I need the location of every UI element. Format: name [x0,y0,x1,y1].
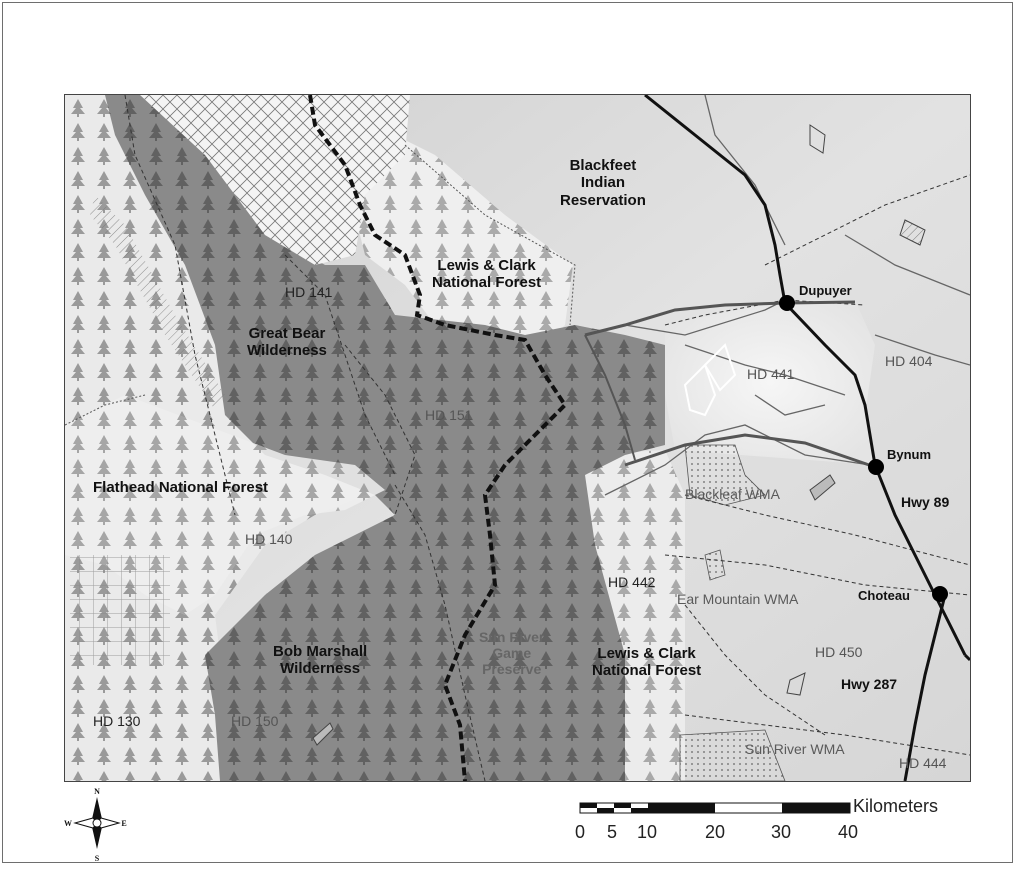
label-hd-404: HD 404 [885,353,933,369]
label-hwy-287: Hwy 287 [841,676,898,692]
scale-bar: Kilometers 0 5 10 20 30 40 [575,796,975,850]
compass-e: E [121,819,126,828]
town-dupuyer-marker[interactable] [779,295,795,311]
compass-s: S [95,854,100,863]
label-hd-150: HD 150 [231,713,279,729]
compass-n: N [94,787,100,796]
scale-tick-0: 0 [575,822,586,842]
label-hd-442: HD 442 [608,574,656,590]
scale-unit-label: Kilometers [853,796,939,816]
label-hwy-89: Hwy 89 [901,494,950,510]
label-hd-141: HD 141 [285,284,333,300]
scale-tick-10: 10 [637,822,658,842]
scale-tick-20: 20 [705,822,726,842]
map-panel[interactable]: Blackfeet Indian Reservation Lewis & Cla… [64,94,971,782]
label-ear-mountain-wma: Ear Mountain WMA [677,591,799,607]
blackleaf-wma-area [684,444,766,506]
label-lewis-clark-north: Lewis & Clark National Forest [432,257,542,292]
label-sun-river-game-preserve: Sun River Game Preserve [479,629,545,678]
label-hd-151: HD 151 [425,407,473,423]
road-dupuyer [584,300,856,337]
label-blackfeet-reservation: Blackfeet Indian Reservation [560,157,646,209]
town-bynum-marker[interactable] [868,459,884,475]
road-bynum [624,433,876,469]
parcel-grid [70,555,170,665]
town-choteau-marker[interactable] [932,586,948,602]
label-hd-450: HD 450 [815,644,863,660]
hd441-area [665,300,875,465]
label-great-bear-wilderness: Great Bear Wilderness [247,325,327,360]
label-lewis-clark-south: Lewis & Clark National Forest [592,645,702,680]
label-hd-140: HD 140 [245,531,293,547]
label-hd-444: HD 444 [899,755,947,771]
scale-tick-5: 5 [607,822,618,842]
label-bob-marshall-wilderness: Bob Marshall Wilderness [273,643,368,678]
label-choteau: Choteau [858,588,910,603]
sun-river-wma-area [679,729,786,781]
label-sun-river-wma: Sun River WMA [745,741,845,757]
scale-tick-40: 40 [838,822,859,842]
label-bynum: Bynum [887,447,932,462]
map-graphic [65,95,970,781]
compass-rose: N S W E [62,785,132,865]
compass-w: W [64,819,72,828]
label-dupuyer: Dupuyer [799,283,852,298]
scale-tick-30: 30 [771,822,792,842]
continental-divide [308,95,568,781]
highway-287 [903,594,947,781]
label-hd-441: HD 441 [747,366,795,382]
highway-89 [644,95,967,656]
label-blackleaf-wma: Blackleaf WMA [685,486,780,502]
label-flathead-forest: Flathead National Forest [93,479,269,496]
label-hd-130: HD 130 [93,713,141,729]
